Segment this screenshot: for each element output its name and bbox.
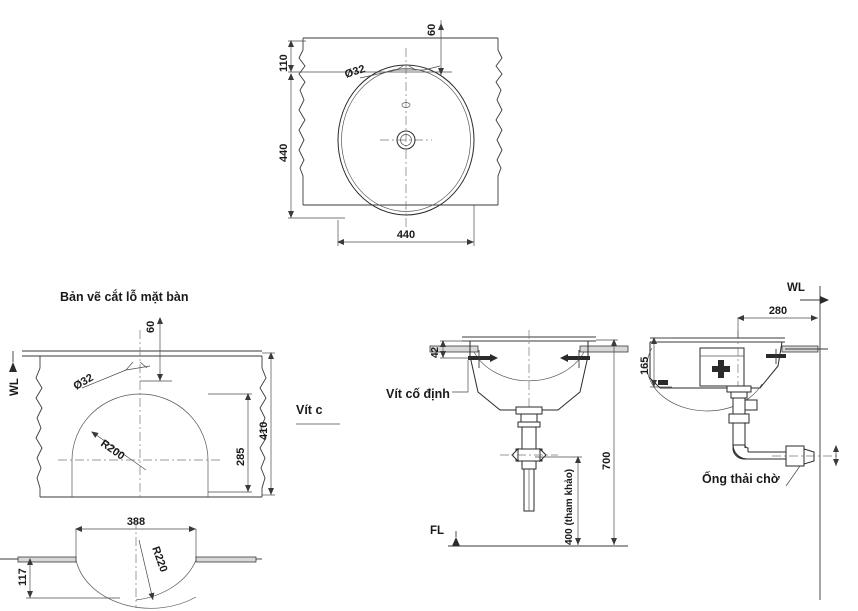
drain-hole-outer (396, 130, 416, 150)
front-elevation-group: 42 FL 400 (tham khảo) 700 Vít cố định (386, 330, 629, 547)
cutout-break-right (259, 356, 267, 497)
dim-label-cutout-d32: Ø32 (72, 372, 96, 393)
side-elevation-group: WL 280 165 Ống thải chờ (639, 282, 840, 600)
front-counter-right (579, 345, 629, 353)
dim-label-r200: R200 (98, 438, 126, 463)
label-waste-pipe: Ống thải chờ (702, 471, 780, 486)
dim-label-280: 280 (769, 305, 787, 317)
leader-fixing-screw (452, 360, 469, 393)
side-drain-trap (726, 385, 840, 467)
cutout-view-group: Bản vẽ cắt lỗ mặt bàn 60 Ø32 (9, 289, 340, 500)
break-line-left (298, 38, 306, 205)
dim-label-110: 110 (278, 54, 290, 72)
label-floor-level: FL (430, 525, 444, 537)
fixing-screw-right (560, 350, 590, 368)
bowl-arc-right (135, 559, 197, 601)
leader-waste-pipe (785, 465, 801, 487)
dim-label-42: 42 (430, 346, 441, 358)
radius-leader-r200 (91, 431, 147, 471)
wl-arrow-glyph (9, 362, 17, 372)
dim-label-440-width: 440 (397, 229, 415, 241)
side-basin-outline (649, 341, 783, 389)
label-fixing-screw-truncated: Vít c (296, 403, 322, 417)
label-water-line-right: WL (787, 282, 805, 294)
drain-hole-inner (400, 134, 412, 146)
dim-label-tap-hole-d32: Ø32 (343, 63, 366, 81)
top-view-group: 60 110 440 440 Ø32 (278, 20, 503, 246)
dim-label-285: 285 (235, 448, 247, 466)
dim-label-440-depth: 440 (278, 144, 290, 162)
label-fixing-screw: Vít cố định (386, 387, 450, 401)
drain-trap-assembly (500, 406, 558, 512)
dim-label-top-60: 60 (426, 24, 438, 36)
label-water-line-left: WL (9, 378, 21, 396)
bowl-arc-left (75, 559, 197, 609)
dim-label-400-reference: 400 (tham khảo) (564, 469, 575, 545)
cutout-view-caption: Bản vẽ cắt lỗ mặt bàn (60, 289, 189, 304)
radius-leader-r220 (138, 539, 155, 601)
dim-label-117: 117 (17, 568, 29, 586)
break-line-right (495, 38, 503, 205)
cutout-break-left (35, 356, 43, 497)
cutout-section-group: 388 R220 117 (0, 516, 262, 609)
basin-bowl-inner (473, 351, 585, 382)
counter-slab-right (195, 556, 257, 563)
dim-label-r220: R220 (149, 545, 169, 574)
dim-label-700: 700 (601, 452, 613, 470)
counter-slab-left (17, 556, 77, 563)
dim-label-165: 165 (639, 357, 651, 375)
front-counter-left (429, 345, 479, 353)
dim-label-cutout-60: 60 (145, 321, 157, 333)
dim-label-410: 410 (258, 422, 270, 440)
tap-hole (401, 102, 411, 108)
fl-arrow-glyph (452, 537, 460, 546)
bracket-cross-glyph (712, 360, 730, 378)
wl-arrow-side-glyph (820, 296, 829, 304)
fixing-screw-left (468, 350, 498, 368)
